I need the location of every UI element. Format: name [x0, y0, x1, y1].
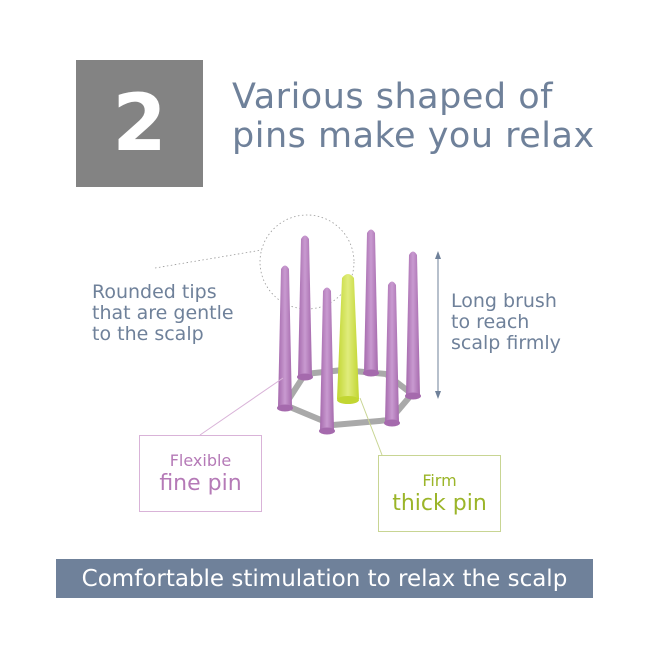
note-line: to reach — [451, 311, 530, 333]
note-line: to the scalp — [92, 323, 204, 345]
label-line: Firm — [422, 470, 457, 490]
tip-callout-leader — [154, 249, 263, 269]
fine-pin — [319, 287, 335, 435]
fine-pin — [384, 281, 400, 427]
note-line: scalp firmly — [451, 332, 561, 354]
arrow-head-top — [435, 251, 441, 259]
fine-pin — [277, 265, 293, 412]
fine-pin — [363, 229, 379, 377]
page-title: Various shaped of pins make you relax — [232, 78, 632, 156]
firm-thick-pin-label: Firm thick pin — [378, 455, 501, 532]
flexible-leader — [199, 377, 284, 436]
flexible-fine-pin-label: Flexible fine pin — [139, 435, 262, 512]
note-line: Rounded tips — [92, 281, 217, 303]
step-number-box: 2 — [76, 60, 203, 187]
arrow-head-bottom — [435, 391, 441, 399]
long-brush-note: Long brush to reach scalp firmly — [451, 291, 561, 354]
banner-text: Comfortable stimulation to relax the sca… — [81, 565, 568, 592]
note-line: Long brush — [451, 290, 557, 312]
label-line: fine pin — [159, 470, 242, 496]
thick-pin — [337, 274, 359, 404]
rounded-tips-note: Rounded tips that are gentle to the scal… — [92, 282, 234, 345]
label-line: thick pin — [392, 490, 487, 516]
tip-callout-circle — [259, 214, 355, 310]
benefit-banner: Comfortable stimulation to relax the sca… — [56, 559, 593, 598]
note-line: that are gentle — [92, 302, 234, 324]
fine-pin — [297, 235, 313, 381]
title-line-2: pins make you relax — [232, 116, 595, 156]
label-line: Flexible — [169, 450, 232, 470]
firm-leader — [359, 397, 383, 456]
fine-pin — [405, 251, 421, 400]
step-number: 2 — [112, 78, 167, 169]
title-line-1: Various shaped of — [232, 77, 553, 117]
